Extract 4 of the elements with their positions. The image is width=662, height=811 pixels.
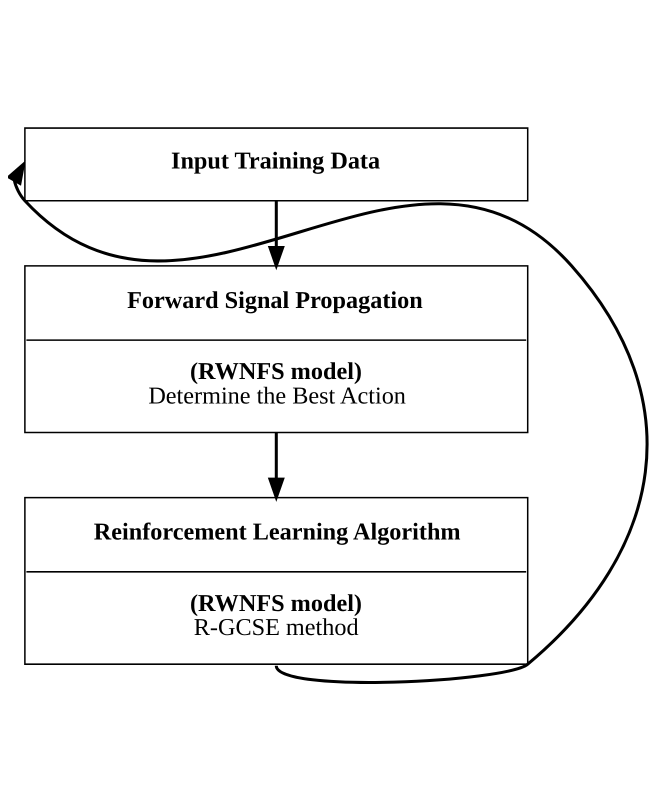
arrow	[268, 432, 285, 502]
arrow	[8, 160, 648, 684]
arrow	[268, 200, 285, 270]
node-box: Input Training Data	[24, 127, 528, 202]
